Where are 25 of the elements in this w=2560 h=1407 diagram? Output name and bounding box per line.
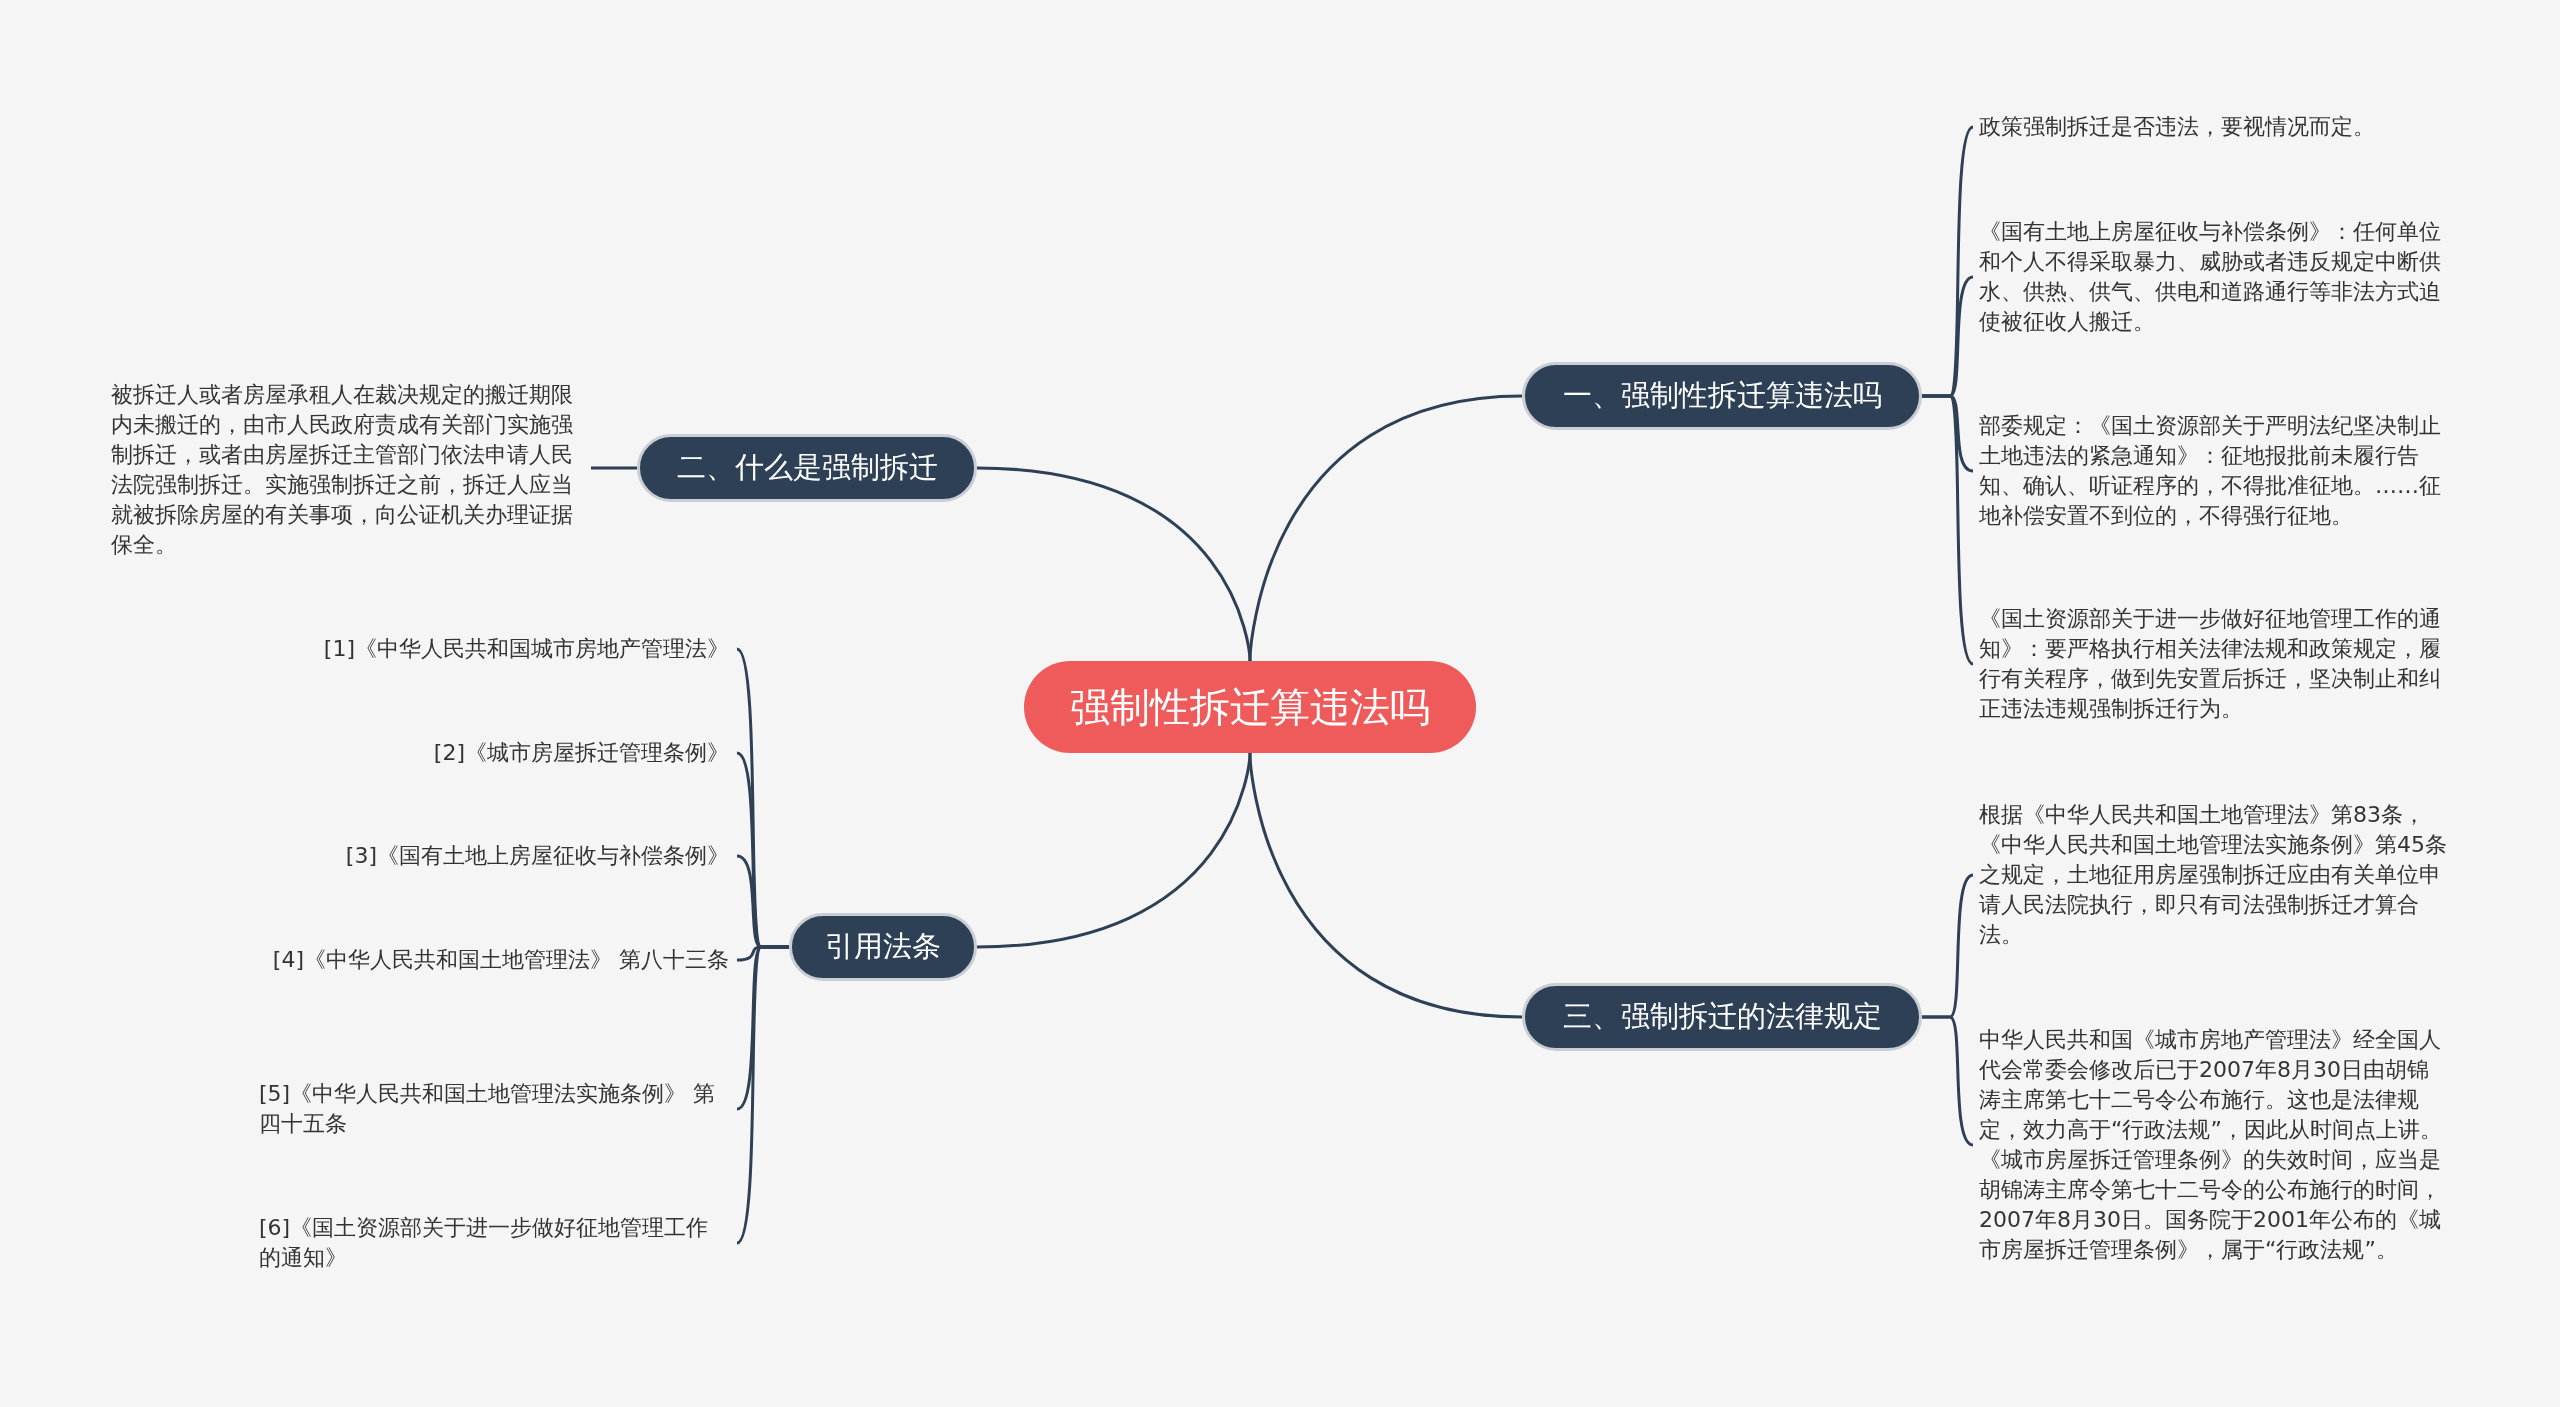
subtopic-text: 政策强制拆迁是否违法，要视情况而定。 [1979,112,2449,142]
subtopic-text: [4]《中华人民共和国土地管理法》 第八十三条 [272,945,729,975]
subtopic-text: 《国土资源部关于进一步做好征地管理工作的通知》：要严格执行相关法律法规和政策规定，履行有关程序，做到先安置后拆迁，坚决制止和纠正违法违规强制拆迁行为。 [1979,604,2449,724]
topic-box: 三、强制拆迁的法律规定 [1522,983,1922,1051]
topic-box: 引用法条 [789,913,977,981]
subtopic-text: 部委规定：《国土资源部关于严明法纪坚决制止土地违法的紧急通知》：征地报批前未履行告知、确认、听证程序的，不得批准征地。……征地补偿安置不到位的，不得强行征地。 [1979,411,2449,531]
subtopic-text: 中华人民共和国《城市房地产管理法》经全国人代会常委会修改后已于2007年8月30日由胡锦涛主席第七十二号令公布施行。这也是法律规定，效力高于“行政法规”，因此从时间点上讲。《城市房屋拆迁管理条例》的失效时间，应当是胡锦涛主席令第七十二号令的公布施行的时间，2007年8月30日。国务院于2001年公布的《城市房屋拆迁管理条例》，属于“行政法规”。 [1979,1025,2449,1265]
subtopic-text: 根据《中华人民共和国土地管理法》第83条，《中华人民共和国土地管理法实施条例》第45条之规定，土地征用房屋强制拆迁应由有关单位申请人民法院执行，即只有司法强制拆迁才算合法。 [1979,800,2449,950]
connector-line [1248,394,1523,662]
subtopic-text: [2]《城市房屋拆迁管理条例》 [433,738,729,768]
topic-box: 二、什么是强制拆迁 [637,434,977,502]
connector-line [591,466,637,470]
subtopic-text: [3]《国有土地上房屋征收与补偿条例》 [345,841,729,871]
connector-line [1922,394,1975,666]
topic-box: 一、强制性拆迁算违法吗 [1522,362,1922,430]
subtopic-text: 被拆迁人或者房屋承租人在裁决规定的搬迁期限内未搬迁的，由市人民政府责成有关部门实施强制拆迁，或者由房屋拆迁主管部门依法申请人民法院强制拆迁。实施强制拆迁之前，拆迁人应当就被拆除房屋的有关事项，向公证机关办理证据保全。 [111,380,583,560]
connector-line [976,752,1252,949]
subtopic-text: [5]《中华人民共和国土地管理法实施条例》 第四十五条 [259,1079,729,1139]
connector-line [1922,1015,1974,1147]
connector-line [1248,752,1523,1019]
central-topic: 强制性拆迁算违法吗 [1024,661,1476,753]
subtopic-text: 《国有土地上房屋征收与补偿条例》：任何单位和个人不得采取暴力、威胁或者违反规定中断供水、供热、供气、供电和道路通行等非法方式迫使被征收人搬迁。 [1979,217,2449,337]
subtopic-text: [1]《中华人民共和国城市房地产管理法》 [323,634,729,664]
subtopic-text: [6]《国土资源部关于进一步做好征地管理工作的通知》 [259,1213,729,1273]
connector-line [976,466,1252,662]
